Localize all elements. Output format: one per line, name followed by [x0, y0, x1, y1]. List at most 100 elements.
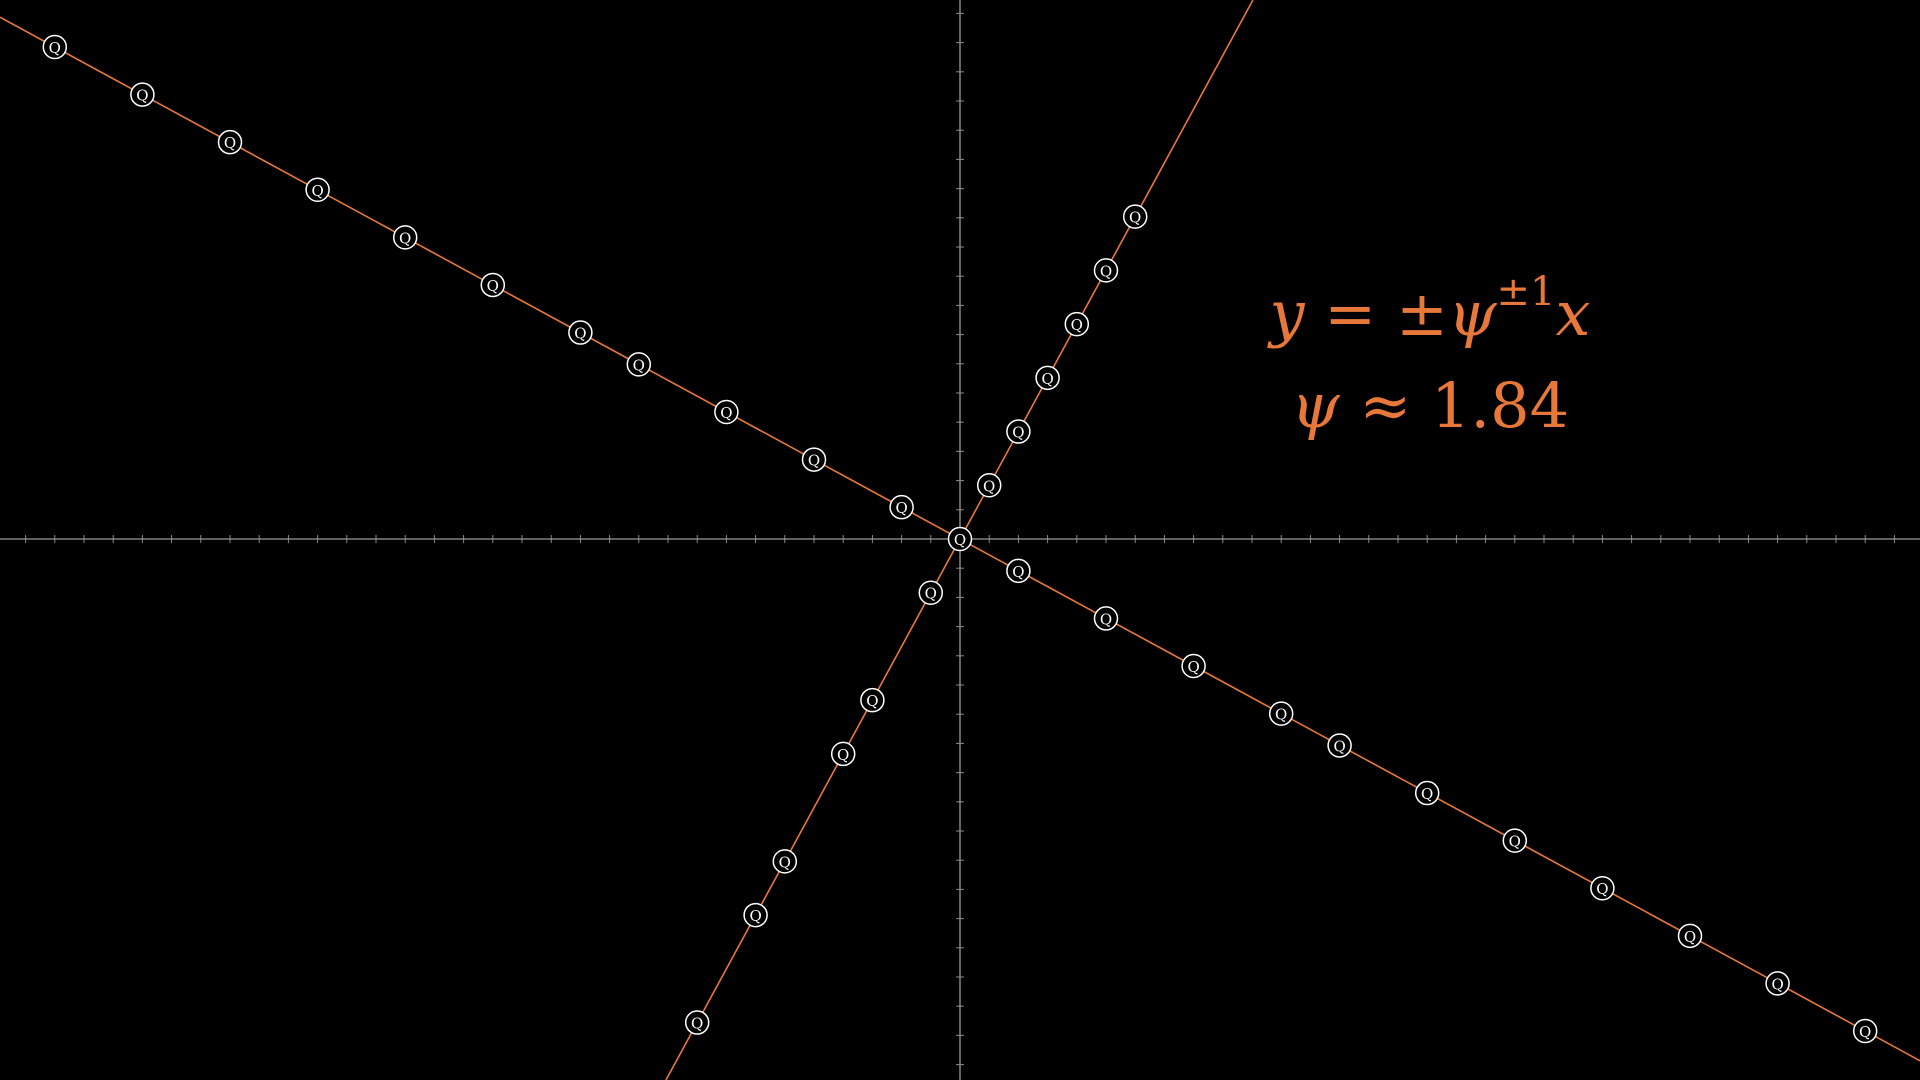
- q-point-circle: [480, 272, 506, 298]
- q-point-shallow: Q: [42, 34, 68, 60]
- q-point-circle: [830, 741, 856, 767]
- q-point-shallow: Q: [1093, 606, 1119, 631]
- equation-equals: =: [1324, 277, 1377, 350]
- q-point-shallow: Q: [480, 272, 506, 298]
- equation-plus-minus: ±: [1395, 277, 1448, 350]
- q-point-label: Q: [1596, 880, 1608, 898]
- q-point-circle: [772, 849, 798, 874]
- q-point-label: Q: [1509, 833, 1521, 851]
- q-point-steep: Q: [976, 473, 1002, 498]
- q-point-shallow: Q: [889, 494, 914, 520]
- q-point-shallow: Q: [1414, 780, 1440, 806]
- q-point-circle: [1006, 419, 1031, 444]
- q-point-label: Q: [1129, 209, 1141, 227]
- q-point-circle: [918, 580, 944, 605]
- q-point-circle: [626, 352, 652, 377]
- q-point-shallow: Q: [714, 399, 739, 425]
- q-point-steep: Q: [1093, 258, 1119, 283]
- q-point-shallow: Q: [1327, 733, 1352, 758]
- q-point-circle: [1852, 1018, 1878, 1044]
- q-point-label: Q: [749, 907, 761, 925]
- q-point-label: Q: [779, 853, 791, 871]
- q-point-circle: [1327, 733, 1352, 758]
- points-group: Q Q Q Q Q Q Q Q Q Q Q Q Q Q Q Q Q Q Q Q Q Q Q Q Q Q Q Q Q Q Q Q Q Q Q: [42, 34, 1878, 1044]
- q-point-circle: [392, 225, 418, 250]
- q-point-circle: [217, 129, 243, 155]
- q-point-label: Q: [574, 325, 586, 343]
- equation-exponent: ±1: [1496, 269, 1556, 315]
- q-point-shallow: Q: [1852, 1018, 1878, 1044]
- q-point-label: Q: [1012, 424, 1024, 442]
- q-point-circle: [1122, 204, 1148, 229]
- q-point-circle: [1093, 258, 1119, 283]
- q-point-circle: [947, 526, 973, 552]
- q-point-circle: [860, 687, 885, 713]
- q-point-label: Q: [837, 746, 849, 764]
- q-point-label: Q: [1771, 975, 1783, 993]
- q-point-circle: [1064, 311, 1090, 337]
- q-point-label: Q: [1100, 262, 1112, 280]
- q-point-label: Q: [224, 134, 236, 152]
- q-point-circle: [1502, 828, 1528, 853]
- q-point-circle: [684, 1010, 710, 1035]
- equation-lhs: y: [1269, 277, 1305, 350]
- q-point-circle: [1006, 558, 1031, 584]
- q-point-circle: [1590, 875, 1615, 901]
- q-point-shallow: Q: [1765, 971, 1790, 996]
- q-point-steep: Q: [684, 1010, 710, 1035]
- q-point-shallow: Q: [801, 447, 827, 472]
- q-point-circle: [568, 320, 593, 345]
- q-point-steep: Q: [772, 849, 798, 874]
- q-point-circle: [1035, 365, 1060, 391]
- q-point-label: Q: [983, 477, 995, 495]
- q-point-shallow: Q: [1181, 653, 1206, 679]
- q-point-shallow: Q: [130, 82, 155, 107]
- q-point-shallow: Q: [1006, 558, 1031, 584]
- equation-base: ψ: [1447, 277, 1497, 350]
- q-point-circle: [1414, 780, 1440, 806]
- q-point-steep: Q: [830, 741, 856, 767]
- approximation-value: 1.84: [1430, 369, 1570, 442]
- formula-block: y = ±ψ±1x ψ ≈ 1.84: [1190, 268, 1670, 452]
- q-point-circle: [889, 494, 914, 520]
- q-point-steep: Q: [1064, 311, 1090, 337]
- q-point-label: Q: [925, 585, 937, 603]
- q-point-label: Q: [49, 39, 61, 57]
- q-point-circle: [714, 399, 739, 425]
- q-point-steep: Q: [1006, 419, 1031, 444]
- approximation-line: ψ ≈ 1.84: [1190, 360, 1670, 452]
- q-point-circle: [1093, 606, 1119, 631]
- q-point-label: Q: [1012, 563, 1024, 581]
- q-point-shallow: Q: [1590, 875, 1615, 901]
- q-point-shallow: Q: [1502, 828, 1528, 853]
- q-point-shallow: Q: [1677, 923, 1703, 949]
- q-point-circle: [743, 902, 768, 928]
- q-point-label: Q: [1100, 610, 1112, 628]
- q-point-label: Q: [808, 452, 820, 470]
- q-point-steep: Q: [1035, 365, 1060, 391]
- q-point-label: Q: [136, 87, 148, 105]
- q-point-label: Q: [1071, 316, 1083, 334]
- q-point-shallow: Q: [305, 177, 330, 203]
- approximation-symbol: ψ: [1290, 369, 1340, 442]
- q-point-label: Q: [1684, 928, 1696, 946]
- q-point-label: Q: [866, 692, 878, 710]
- q-point-shallow: Q: [392, 225, 418, 250]
- equation-line: y = ±ψ±1x: [1190, 268, 1670, 360]
- q-point-label: Q: [1275, 706, 1287, 724]
- q-point-label: Q: [691, 1015, 703, 1033]
- q-point-label: Q: [720, 404, 732, 422]
- q-point-label: Q: [633, 356, 645, 374]
- q-point-label: Q: [1333, 737, 1345, 755]
- q-point-steep: Q: [918, 580, 944, 605]
- equation-variable: x: [1555, 277, 1591, 350]
- q-point-shallow: Q: [1268, 701, 1294, 726]
- q-point-shallow: Q: [947, 526, 973, 552]
- q-point-circle: [1268, 701, 1294, 726]
- q-point-label: Q: [1041, 370, 1053, 388]
- q-point-steep: Q: [860, 687, 885, 713]
- q-point-label: Q: [895, 499, 907, 517]
- q-point-circle: [305, 177, 330, 203]
